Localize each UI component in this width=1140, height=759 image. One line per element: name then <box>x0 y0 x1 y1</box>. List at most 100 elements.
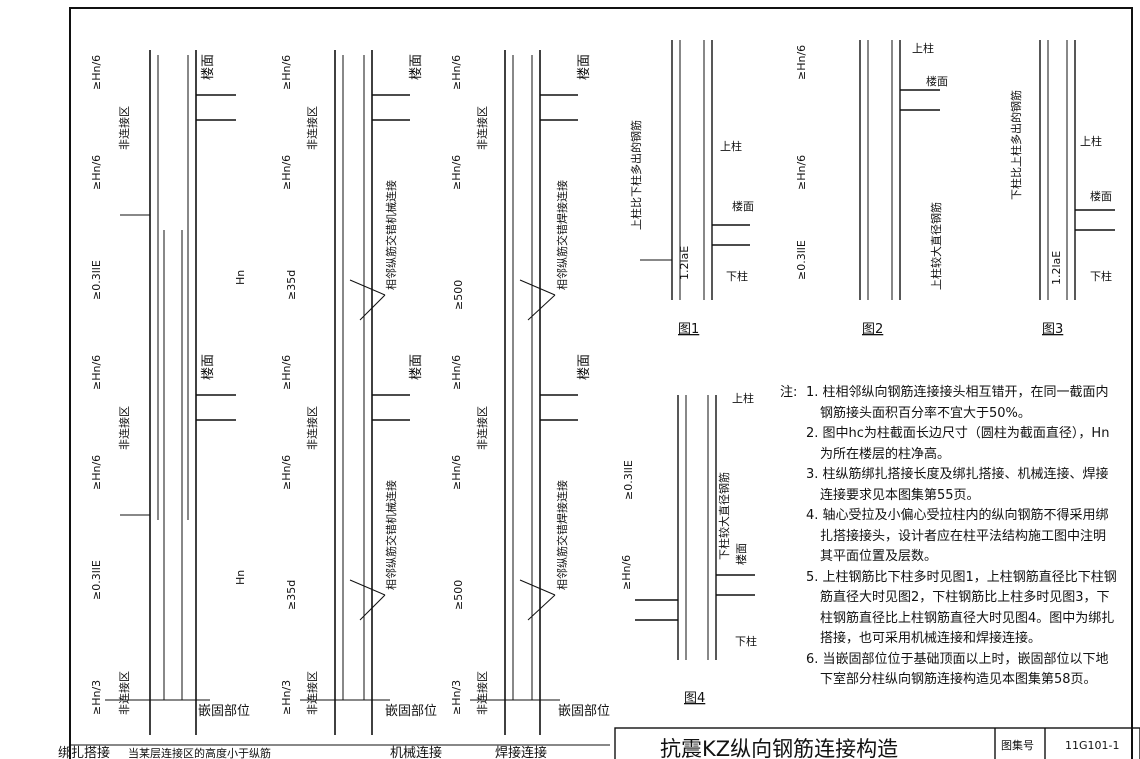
dim-35d: ≥35d <box>285 270 298 300</box>
dim-hn6: ≥Hn/6 <box>90 55 103 90</box>
floor-label-4: 楼面 <box>409 354 424 380</box>
panel-subtitle-binding: 当某层连接区的高度小于纵筋 <box>128 746 271 759</box>
note-line: 为所在楼层的柱净高。 <box>820 446 951 462</box>
embed-label: 嵌固部位 <box>385 704 437 719</box>
note-line: 钢筋接头面积百分率不宜大于50%。 <box>820 405 1031 421</box>
fig3-caption: 图3 <box>1042 322 1063 337</box>
dim-hn3: ≥Hn/3 <box>90 680 103 715</box>
figure-4 <box>635 395 755 660</box>
note-line: 下室部分柱纵向钢筋连接构造见本图集第58页。 <box>820 672 1097 687</box>
panel-binding <box>105 50 236 735</box>
fig1-tie: 1.2laE <box>678 246 691 280</box>
fig4-note: 下柱较大直径钢筋 <box>717 472 731 560</box>
mech-connect-label: 相邻纵筋交错机械连接 <box>384 180 398 290</box>
sheet-border <box>69 7 1133 759</box>
non-connect-label: 非连接区 <box>118 671 131 715</box>
floor-label-1: 楼面 <box>201 54 216 80</box>
note-line: 4. 轴心受拉及小偏心受拉柱内的纵向钢筋不得采用绑 <box>806 508 1109 523</box>
lower-col-label: 下柱 <box>1090 269 1112 283</box>
dim-hn3: ≥Hn/3 <box>450 680 463 715</box>
dim-35d: ≥35d <box>285 580 298 610</box>
note-line: 1. 柱相邻纵向钢筋连接接头相互错开，在同一截面内 <box>806 385 1109 400</box>
floor-label-fig3: 楼面 <box>1090 189 1112 203</box>
upper-col-label: 上柱 <box>1080 134 1102 148</box>
dim-lle03: ≥0.3llE <box>90 560 103 600</box>
fig4-caption: 图4 <box>684 691 705 706</box>
floor-label-2: 楼面 <box>201 354 216 380</box>
figure-1 <box>640 40 750 300</box>
note-line: 扎搭接接头，设计者应在柱平法结构施工图中注明 <box>820 528 1107 544</box>
lower-col-label: 下柱 <box>735 634 757 648</box>
panel-title-mechanical: 机械连接 <box>390 745 442 759</box>
atlas-label: 图集号 <box>1001 738 1034 752</box>
drawing-title: 抗震KZ纵向钢筋连接构造 <box>660 737 898 759</box>
embed-label: 嵌固部位 <box>198 704 250 719</box>
note-line: 柱钢筋直径比上柱钢筋直径大时见图4。图中为绑扎 <box>820 610 1115 626</box>
panel-mechanical <box>300 50 410 735</box>
figure-2 <box>859 40 940 300</box>
dim-hn6: ≥Hn/6 <box>280 55 293 90</box>
floor-label-6: 楼面 <box>577 354 592 380</box>
dim-hn6: ≥Hn/6 <box>450 355 463 390</box>
floor-label-3: 楼面 <box>409 54 424 80</box>
dim-lle03: ≥0.3llE <box>90 260 103 300</box>
upper-col-label: 上柱 <box>720 139 742 153</box>
floor-label-fig1: 楼面 <box>732 199 754 213</box>
non-connect-label: 非连接区 <box>118 106 131 150</box>
weld-connect-label: 相邻纵筋交错焊接连接 <box>555 180 569 290</box>
dim-hn6: ≥Hn/6 <box>450 155 463 190</box>
fig3-note: 下柱比上柱多出的钢筋 <box>1009 90 1023 200</box>
dim-hn6: ≥Hn/6 <box>90 355 103 390</box>
atlas-number: 11G101-1 <box>1065 739 1119 752</box>
dim-hn3: ≥Hn/3 <box>280 680 293 715</box>
upper-col-label: 上柱 <box>912 41 934 55</box>
non-connect-label: 非连接区 <box>476 106 489 150</box>
note-line: 筋直径大时见图2，下柱钢筋比上柱多时见图3，下 <box>820 590 1110 605</box>
dim-hn6: ≥Hn/6 <box>90 155 103 190</box>
panel-welded <box>470 50 578 735</box>
dim-500b: ≥500 <box>452 280 465 310</box>
panel-title-binding: 绑扎搭接 <box>58 745 110 759</box>
panel-title-welded: 焊接连接 <box>495 745 547 759</box>
note-line: 连接要求见本图集第55页。 <box>820 487 980 503</box>
non-connect-label: 非连接区 <box>306 671 319 715</box>
fig1-caption: 图1 <box>678 322 699 337</box>
fig3-tie: 1.2laE <box>1050 251 1063 285</box>
fig2-caption: 图2 <box>862 322 883 337</box>
dim-hn6: ≥Hn/6 <box>280 155 293 190</box>
dim-hn: Hn <box>234 570 247 585</box>
embed-label: 嵌固部位 <box>558 704 610 719</box>
fig2-note: 上柱较大直径钢筋 <box>929 202 943 290</box>
fig1-note: 上柱比下柱多出的钢筋 <box>629 120 643 230</box>
dim-hn6: ≥Hn/6 <box>280 355 293 390</box>
floor-label-fig2: 楼面 <box>926 74 948 88</box>
mech-connect-label: 相邻纵筋交错机械连接 <box>384 480 398 590</box>
non-connect-label: 非连接区 <box>306 406 319 450</box>
lower-col-label: 下柱 <box>726 269 748 283</box>
title-block <box>614 727 1140 759</box>
note-line: 其平面位置及层数。 <box>820 549 938 564</box>
notes-prefix-text: 注: <box>780 385 798 400</box>
fig2-lle03: ≥0.3llE <box>795 240 808 280</box>
dim-hn6: ≥Hn/6 <box>280 455 293 490</box>
floor-label-5: 楼面 <box>577 54 592 80</box>
note-line: 5. 上柱钢筋比下柱多时见图1，上柱钢筋直径比下柱钢 <box>806 569 1117 585</box>
note-line: 搭接，也可采用机械连接和焊接连接。 <box>820 631 1042 646</box>
floor-label-fig4: 楼面 <box>734 543 748 565</box>
figure-3 <box>1039 40 1115 300</box>
weld-connect-label: 相邻纵筋交错焊接连接 <box>555 480 569 590</box>
fig4-lle03: ≥0.3llE <box>622 460 635 500</box>
fig4-hn6: ≥Hn/6 <box>620 555 633 590</box>
notes-list: 1. 柱相邻纵向钢筋连接接头相互错开，在同一截面内钢筋接头面积百分率不宜大于50… <box>806 383 1135 691</box>
dim-500b: ≥500 <box>452 580 465 610</box>
notes-block: 注: 1. 柱相邻纵向钢筋连接接头相互错开，在同一截面内钢筋接头面积百分率不宜大… <box>780 383 1135 691</box>
note-line: 2. 图中hc为柱截面长边尺寸（圆柱为截面直径），Hn <box>806 426 1110 441</box>
notes-prefix: 注: <box>780 383 797 404</box>
non-connect-label: 非连接区 <box>476 671 489 715</box>
dim-hn: Hn <box>234 270 247 285</box>
upper-col-label: 上柱 <box>732 391 754 405</box>
note-line: 6. 当嵌固部位位于基础顶面以上时，嵌固部位以下地 <box>806 651 1109 667</box>
fig2-hn6: ≥Hn/6 <box>795 45 808 80</box>
dim-hn6: ≥Hn/6 <box>450 55 463 90</box>
